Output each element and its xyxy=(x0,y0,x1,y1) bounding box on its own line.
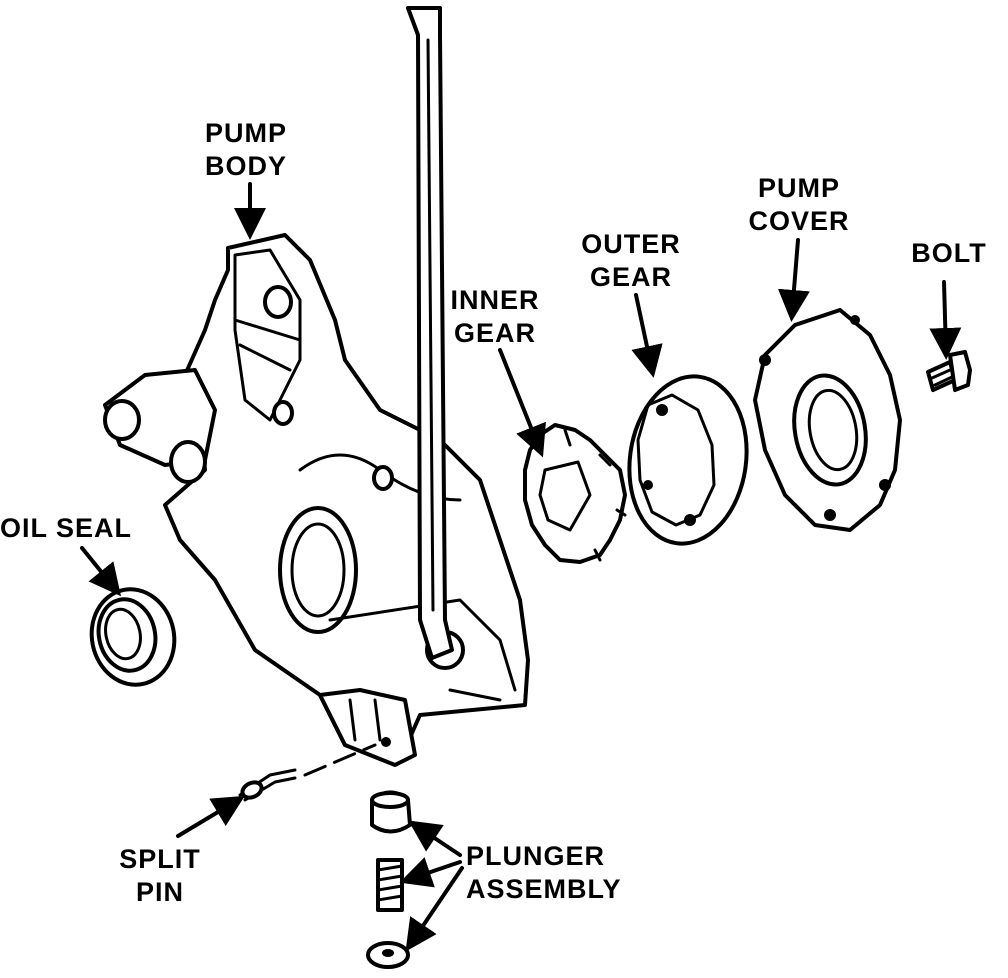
plunger-assembly-label-line-2: ASSEMBLY xyxy=(466,874,622,904)
plunger-assembly-drawing xyxy=(366,790,412,969)
outer-gear-leader xyxy=(631,293,663,378)
bolt-leader xyxy=(929,280,962,360)
pump-cover-drawing xyxy=(753,308,902,532)
bolt-drawing xyxy=(926,350,972,392)
pump-cover-label-line-2: COVER xyxy=(748,206,850,236)
split-pin-label-line-1: SPLIT xyxy=(119,844,201,874)
inner-gear-label-line-1: INNER xyxy=(450,285,540,315)
plunger-leader-middle xyxy=(399,857,462,888)
inner-gear-label: INNER GEAR xyxy=(440,284,550,350)
plunger-leader-top xyxy=(408,820,462,857)
split-pin-drawing xyxy=(238,743,377,802)
outer-gear-label-line-1: OUTER xyxy=(581,229,681,259)
pump-body-label: PUMP BODY xyxy=(196,117,296,183)
pump-body-label-line-2: BODY xyxy=(204,151,287,181)
outer-gear-drawing xyxy=(627,374,749,546)
inner-gear-leader xyxy=(498,348,546,458)
split-pin-leader xyxy=(176,795,245,838)
inner-gear-label-line-2: GEAR xyxy=(453,318,536,348)
bolt-label: BOLT xyxy=(911,238,987,268)
inner-gear-drawing xyxy=(523,423,627,564)
pump-cover-label: PUMP COVER xyxy=(742,172,856,238)
outer-gear-label: OUTER GEAR xyxy=(576,228,686,294)
oil-seal-drawing xyxy=(89,587,177,687)
outer-gear-label-line-2: GEAR xyxy=(589,262,672,292)
split-pin-label-line-2: PIN xyxy=(135,877,184,907)
pump-cover-label-line-1: PUMP xyxy=(757,173,840,203)
plunger-assembly-label: PLUNGER ASSEMBLY xyxy=(466,840,638,906)
pickup-tube-drawing xyxy=(406,6,454,660)
split-pin-label: SPLIT PIN xyxy=(112,843,208,909)
oil-seal-leader xyxy=(80,546,122,597)
oil-seal-label: OIL SEAL xyxy=(0,513,133,543)
plunger-leader-bottom xyxy=(405,866,464,952)
pump-cover-leader xyxy=(777,238,810,322)
pump-body-label-line-1: PUMP xyxy=(204,118,287,148)
plunger-assembly-label-line-1: PLUNGER xyxy=(466,841,606,871)
